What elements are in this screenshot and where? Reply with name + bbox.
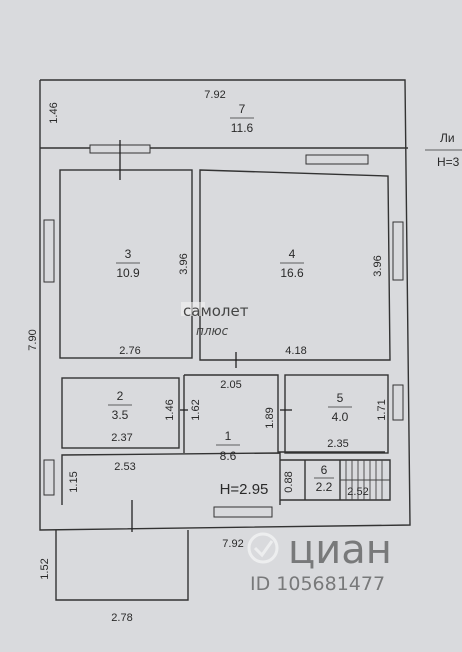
- outer-wall: [39, 79, 411, 531]
- room-3-number: 3: [125, 247, 132, 261]
- dim-stair-width: 2.52: [347, 486, 368, 498]
- dim-room-5-width: 2.35: [327, 438, 348, 450]
- dim-room-2-width: 2.37: [111, 432, 132, 444]
- room-5-number: 5: [337, 391, 344, 405]
- dim-room-5-height: 1.71: [376, 399, 388, 420]
- room-7-number: 7: [239, 102, 246, 116]
- corridor-outline: [61, 452, 281, 505]
- window-room-4-right: [392, 221, 404, 281]
- side-fragment: Ли H=3: [425, 131, 462, 169]
- window-corridor-left: [43, 459, 55, 496]
- ceiling-height: H=2.95: [220, 481, 269, 498]
- dim-room-3-height: 3.96: [178, 253, 190, 274]
- room-1-number: 1: [225, 429, 232, 443]
- doors: [119, 140, 292, 532]
- dim-porch-width: 2.78: [111, 612, 132, 624]
- room-6-area: 2.2: [316, 480, 333, 494]
- dim-terrace-depth: 1.46: [48, 102, 60, 123]
- dimension-labels: 7.92 1.46 7.90 3.96 2.76 3.96 4.18 1.46 …: [27, 89, 388, 624]
- dim-room-2-height: 1.46: [164, 399, 176, 420]
- porch-outline: [55, 530, 189, 601]
- dim-room-4-width: 4.18: [285, 345, 306, 357]
- watermarks: самолет плюс циан ID 105681477: [181, 302, 392, 595]
- stair-steps: [340, 460, 390, 500]
- room-6-number: 6: [321, 463, 328, 477]
- dim-room-1-width: 2.05: [220, 379, 241, 391]
- room-4-area: 16.6: [280, 266, 304, 280]
- window-room-4-top: [305, 154, 369, 165]
- dim-left-height: 7.90: [27, 329, 39, 350]
- cian-logo-icon: [247, 532, 279, 564]
- room-1-area: 8.6: [220, 449, 237, 463]
- watermark-plus: плюс: [196, 324, 229, 338]
- room-1-outline: [184, 374, 385, 453]
- room-4-number: 4: [289, 247, 296, 261]
- room-2-number: 2: [117, 389, 124, 403]
- window-room-5-right: [392, 384, 404, 421]
- dim-bottom-width: 7.92: [222, 538, 243, 550]
- dim-corridor-height: 1.15: [68, 471, 80, 492]
- room-2-outline: [61, 377, 180, 449]
- room-4-outline: [199, 169, 391, 361]
- watermark-cian: циан: [288, 527, 392, 573]
- dim-room-3-width: 2.76: [119, 345, 140, 357]
- room-3-area: 10.9: [116, 266, 140, 280]
- room-5-area: 4.0: [332, 410, 349, 424]
- dim-room-4-height: 3.96: [372, 255, 384, 276]
- watermark-cian-id: ID 105681477: [250, 573, 385, 595]
- watermark-samolet: самолет: [183, 302, 249, 320]
- windows: [43, 144, 404, 518]
- room-2-area: 3.5: [112, 408, 129, 422]
- side-fragment-value: H=3: [437, 155, 460, 169]
- window-corridor-bottom: [213, 506, 273, 518]
- dim-room-6-width: 0.88: [283, 471, 295, 492]
- side-fragment-label: Ли: [440, 131, 455, 145]
- dim-porch-height: 1.52: [39, 558, 51, 579]
- dim-room-1-height: 1.62: [190, 399, 202, 420]
- room-3-outline: [59, 169, 193, 359]
- dim-corridor-width: 2.53: [114, 461, 135, 473]
- dim-top-width: 7.92: [204, 89, 225, 101]
- room-labels: 7 11.6 3 10.9 4 16.6 2 3.5 1 8.6 5 4.0 6…: [108, 102, 352, 498]
- dim-room-1-right: 1.89: [264, 407, 276, 428]
- window-room-3-left: [43, 219, 55, 283]
- room-5-outline: [284, 374, 389, 454]
- room-7-area: 11.6: [231, 121, 254, 135]
